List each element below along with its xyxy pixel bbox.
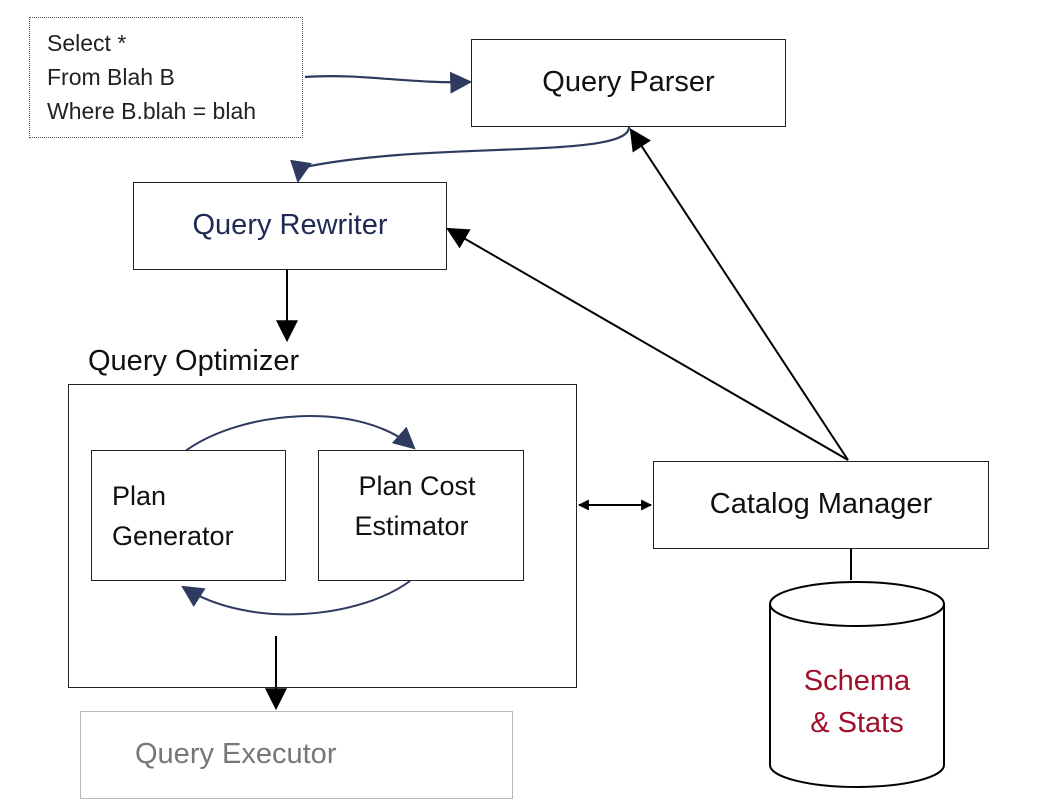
schema-stats-label-line2: & Stats (810, 707, 904, 739)
sql-to-parser-arrow (304, 71, 473, 94)
plan-generator-label-line2: Generator (112, 520, 234, 551)
query-optimizer-box (68, 384, 577, 688)
plan-cost-estimator-label-line1: Plan Cost (358, 470, 476, 501)
estimator-to-generator-arrow (181, 580, 411, 616)
catalog-to-parser-arrow (629, 128, 849, 461)
sql-line-where: Where B.blah = blah (47, 98, 257, 124)
schema-stats-label: Schema & Stats (770, 660, 944, 744)
query-executor-box: Query Executor (80, 711, 513, 799)
query-parser-label: Query Parser (542, 66, 715, 99)
sql-query-box: Select * From Blah B Where B.blah = blah (29, 17, 303, 138)
sql-line-from: From Blah B (47, 64, 175, 90)
schema-stats-cylinder-shape (769, 581, 945, 788)
catalog-to-rewriter-arrow (446, 227, 849, 461)
schema-stats-label-line1: Schema (803, 665, 911, 697)
query-optimizer-title: Query Optimizer (88, 345, 300, 377)
parser-to-rewriter-arrow (290, 126, 631, 184)
plan-cost-estimator-label-line2: Estimator (354, 510, 469, 541)
query-parser-box: Query Parser (471, 39, 786, 127)
query-executor-label: Query Executor (135, 738, 337, 771)
catalog-manager-box: Catalog Manager (653, 461, 989, 549)
query-rewriter-box: Query Rewriter (133, 182, 447, 270)
plan-cost-estimator-box: Plan Cost Estimator (318, 450, 524, 581)
plan-generator-label-line1: Plan (112, 480, 167, 511)
catalog-manager-label: Catalog Manager (709, 488, 933, 521)
query-rewriter-label: Query Rewriter (192, 209, 388, 242)
generator-to-estimator-arrow (183, 415, 416, 453)
plan-generator-box: Plan Generator (91, 450, 286, 581)
sql-line-select: Select * (47, 30, 127, 56)
